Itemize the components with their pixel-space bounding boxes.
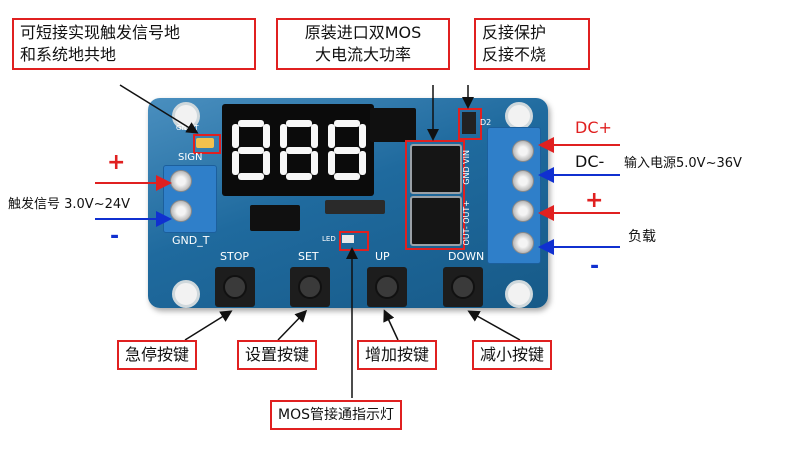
callout-reverse-protect: 反接保护 反接不烧 (474, 18, 590, 70)
signal-plus-label: + (107, 150, 126, 175)
diode-highlight-box (458, 108, 482, 140)
callout-reverse-protect-line2: 反接不烧 (482, 45, 547, 64)
load-label: 负载 (628, 229, 656, 245)
set-button[interactable] (290, 267, 330, 307)
callout-stop-button: 急停按键 (117, 340, 198, 370)
callout-mos-import-line1: 原装进口双MOS (304, 23, 422, 42)
callout-signal-short-line2: 和系统地共地 (20, 45, 117, 64)
callout-signal-short-line1: 可短接实现触发信号地 (20, 23, 181, 42)
silk-set: SET (298, 250, 319, 263)
load-minus-label: - (590, 254, 600, 279)
mount-hole-bottom-right (505, 280, 533, 308)
silk-led: LED (322, 235, 336, 243)
dc-plus-label: DC+ (575, 118, 612, 137)
regulator-chip (370, 108, 416, 142)
silk-sign: SIGN (178, 152, 203, 163)
callout-mos-import: 原装进口双MOS 大电流大功率 (276, 18, 450, 70)
signal-minus-label: - (110, 224, 120, 249)
callout-mos-led: MOS管接通指示灯 (270, 400, 402, 430)
silk-down: DOWN (448, 250, 485, 263)
optocoupler-chip (250, 205, 300, 231)
silk-d2: D2 (480, 118, 492, 127)
dc-minus-label: DC- (575, 152, 605, 171)
silk-up: UP (375, 250, 390, 263)
up-button[interactable] (367, 267, 407, 307)
trigger-signal-label: 触发信号 3.0V~24V (8, 197, 131, 212)
input-power-label: 输入电源5.0V~36V (624, 156, 742, 171)
mosfet-1 (410, 144, 462, 194)
callout-down-button: 减小按键 (472, 340, 553, 370)
terminal-screw-vin (512, 140, 534, 162)
callout-reverse-protect-line1: 反接保护 (482, 23, 547, 42)
terminal-screw-out-minus (512, 232, 534, 254)
terminal-screw-out-plus (512, 200, 534, 222)
callout-mos-import-line2: 大电流大功率 (314, 45, 411, 64)
seven-segment-display (222, 104, 374, 196)
callout-up-button: 增加按键 (357, 340, 438, 370)
resistor-array (325, 200, 385, 214)
terminal-screw-gnd (512, 170, 534, 192)
callout-set-button: 设置按键 (237, 340, 318, 370)
load-plus-label: + (585, 188, 604, 213)
mount-hole-bottom-left (172, 280, 200, 308)
short-jumper-pads (196, 138, 214, 148)
down-button[interactable] (443, 267, 483, 307)
callout-signal-short: 可短接实现触发信号地 和系统地共地 (12, 18, 256, 70)
silk-gnd-t: GND_T (172, 234, 210, 247)
silk-stop: STOP (220, 250, 249, 263)
mos-highlight-box (405, 140, 465, 250)
stop-button[interactable] (215, 267, 255, 307)
mos-indicator-led (342, 235, 354, 243)
protection-diode (462, 112, 476, 134)
jumper-highlight-box (193, 134, 221, 154)
mosfet-2 (410, 196, 462, 246)
